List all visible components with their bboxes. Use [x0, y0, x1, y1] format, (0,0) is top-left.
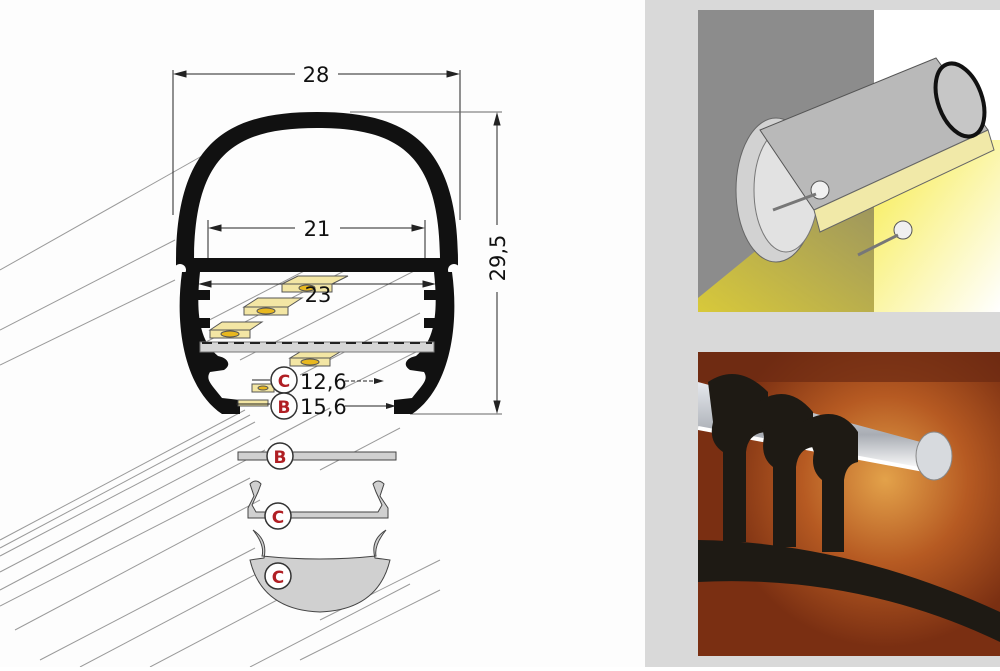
installation-illustration: [698, 10, 1000, 312]
badge-cover-c-clip: C: [272, 508, 284, 528]
badge-inline-c: C: [278, 372, 290, 392]
dimension-inner-width: 21: [304, 217, 331, 241]
dimension-b-depth: 15,6: [300, 395, 347, 419]
dimension-lines: [172, 70, 502, 415]
led-chips: [208, 275, 349, 407]
badge-inline-b: B: [278, 398, 291, 418]
profile-cross-section: [174, 112, 460, 414]
extrusion-lines: [0, 142, 441, 668]
cover-c-round: C: [249, 529, 391, 613]
badge-cover-c-round: C: [272, 568, 284, 588]
inner-cover-markers: C B 12,6 15,6: [236, 366, 396, 420]
dimension-strip-width: 23: [305, 283, 332, 307]
dimension-c-depth: 12,6: [300, 370, 347, 394]
dimension-outer-width: 28: [303, 63, 330, 87]
cover-b-flat: B: [237, 442, 397, 470]
badge-cover-b: B: [274, 448, 287, 468]
wardrobe-rail-photo: [698, 352, 1000, 656]
diffuser-plate: [199, 341, 435, 353]
technical-drawing: 28 21 23 29,5 C B 12,6 15,6 B: [0, 63, 510, 668]
cover-c-clip: C: [247, 480, 389, 530]
dimension-height: 29,5: [486, 235, 510, 282]
